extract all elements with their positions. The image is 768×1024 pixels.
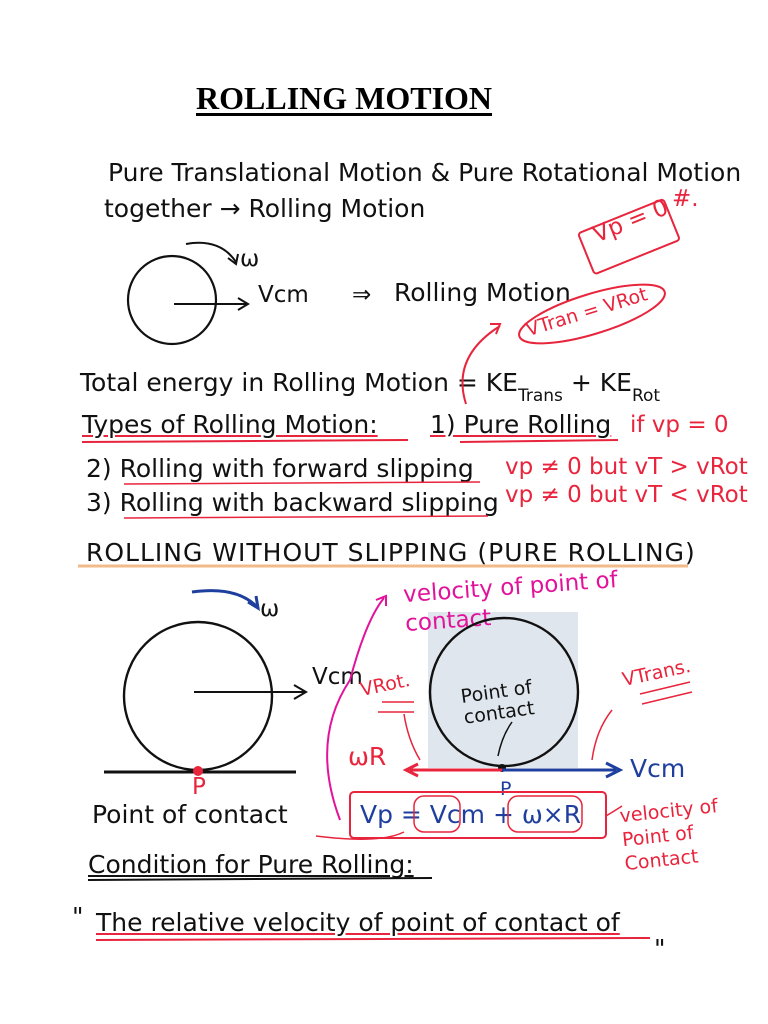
page-title: ROLLING MOTION <box>196 80 493 116</box>
p-label-right: P <box>500 778 512 800</box>
vcm-label-2: Vcm <box>312 664 363 690</box>
vcm-arrowhead-2 <box>293 684 308 700</box>
vcm-arrowhead-1 <box>237 297 250 311</box>
types-heading: Types of Rolling Motion: <box>82 410 378 439</box>
vcm-right-arrowhead <box>605 761 624 779</box>
pink-curve-arrow <box>326 597 385 821</box>
vtrans-underline-b <box>641 691 693 705</box>
section-heading-pure-rolling: ROLLING WITHOUT SLIPPING (PURE ROLLING) <box>86 538 696 567</box>
energy-line: Total energy in Rolling Motion = KETrans… <box>80 368 660 405</box>
type-2-note: vp ≠ 0 but vT > vRot <box>505 454 748 480</box>
quote-underline <box>95 937 651 941</box>
equation-scribble <box>315 831 405 840</box>
energy-sub-rot: Rot <box>631 386 661 406</box>
vtrans-pointer <box>591 709 613 761</box>
vrot-label: VRot. <box>358 669 413 702</box>
omega-arrowhead-2 <box>247 595 261 611</box>
vtrans-label: VTrans. <box>620 655 693 691</box>
type-3-note: vp ≠ 0 but vT < vRot <box>505 482 748 508</box>
energy-text: Total energy in Rolling Motion = KE <box>80 368 518 397</box>
quote-close: " <box>654 934 666 963</box>
side-note-velocity: velocity of Point of Contact <box>618 795 719 875</box>
vcm-right-label: Vcm <box>630 754 686 783</box>
condition-quote-text: The relative velocity of point of contac… <box>96 908 620 937</box>
condition-heading: Condition for Pure Rolling: <box>88 850 414 879</box>
implies-arrow: ⇒ <box>352 282 372 308</box>
wheel-circle-2 <box>122 620 274 772</box>
omega-label-1: ω <box>240 246 260 272</box>
type-1-note: if vp = 0 <box>630 412 729 438</box>
vrot-pointer <box>403 713 421 761</box>
rolling-motion-result: Rolling Motion <box>394 278 571 307</box>
omega-r-label: ωR <box>348 742 387 771</box>
intro-line-1: Pure Translational Motion & Pure Rotatio… <box>108 158 742 187</box>
omega-r-arrowhead <box>402 762 419 778</box>
point-of-contact-label: Point of contact <box>92 800 288 829</box>
pink-curve-arrowhead <box>375 594 387 606</box>
omega-arrow-1 <box>185 241 237 263</box>
types-underline <box>81 439 409 443</box>
pure-rolling-underline <box>459 439 619 443</box>
intro-line-2: together → Rolling Motion <box>104 194 426 223</box>
type-3: 3) Rolling with backward slipping <box>86 488 499 517</box>
omega-arrow-2 <box>191 589 258 608</box>
type-1: 1) Pure Rolling <box>430 410 612 439</box>
wheel-circle-1 <box>126 254 218 346</box>
omega-label-2: ω <box>260 596 280 622</box>
energy-sub-trans: Trans <box>517 386 563 406</box>
vcm-label-1: Vcm <box>258 282 309 308</box>
hash-mark: #. <box>672 186 699 212</box>
quote-open: " <box>72 902 84 931</box>
velocity-of-contact-note: velocity of point of contact <box>402 567 619 637</box>
energy-plus: + KE <box>570 368 632 397</box>
note-vp-zero: Vp = 0 <box>589 194 673 249</box>
p-label-left: P <box>192 774 206 800</box>
red-curve-arrowhead <box>490 323 502 335</box>
omega-arrowhead-1 <box>227 253 239 266</box>
type-2: 2) Rolling with forward slipping <box>86 454 474 483</box>
velocity-equation: Vp = Vcm + ω×R <box>360 800 582 829</box>
